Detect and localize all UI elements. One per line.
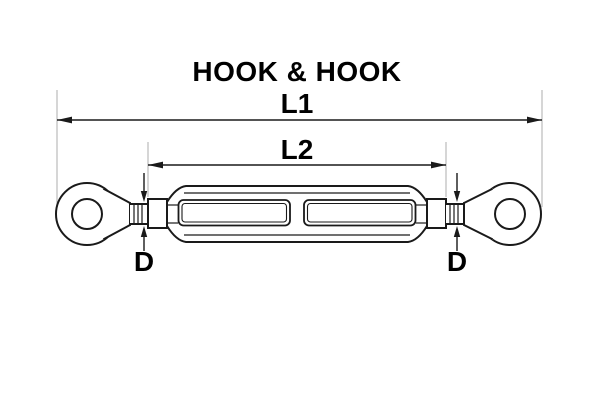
body-slot-right [303,199,417,227]
l2-label: L2 [281,134,314,165]
d-left-arrowhead-up [140,226,148,237]
left-nut [147,198,168,229]
right-eye-arm-fill [463,188,493,240]
left-eye-taper-bottom [103,224,131,240]
d-left-arrowhead-down [140,191,148,202]
dimension-d-right: D [447,173,467,277]
left-eye-arm-fill [103,188,131,240]
d-left-label: D [134,246,154,277]
right-eye-taper-top [463,188,493,204]
diagram-title: HOOK & HOOK [192,56,401,87]
d-right-arrowhead-up [453,226,461,237]
left-eye [55,182,131,246]
left-eye-hole [71,198,103,230]
l1-arrowhead-left [57,116,72,124]
body-slot-left [177,199,291,227]
l2-arrowhead-left [148,161,163,169]
left-eye-taper-top [103,188,131,204]
l1-arrowhead-right [527,116,542,124]
left-threaded-rod [129,203,149,225]
right-eye-taper-bottom [463,224,493,240]
l1-label: L1 [281,88,314,119]
right-nut [426,198,447,229]
l2-arrowhead-right [431,161,446,169]
dimension-l1: L1 [56,88,543,207]
right-eye [463,182,542,246]
left-rod-fill [130,204,149,224]
body-slot-left-inner [181,202,288,223]
d-right-arrowhead-down [453,191,461,202]
dimension-d-left: D [134,173,154,277]
d-right-label: D [447,246,467,277]
turnbuckle-body [166,185,428,243]
right-rod-fill [446,204,464,224]
dimension-l2: L2 [147,134,447,197]
turnbuckle-part [55,182,542,246]
right-threaded-rod [445,203,465,225]
right-eye-hole [494,198,526,230]
body-slot-right-inner [306,202,413,223]
